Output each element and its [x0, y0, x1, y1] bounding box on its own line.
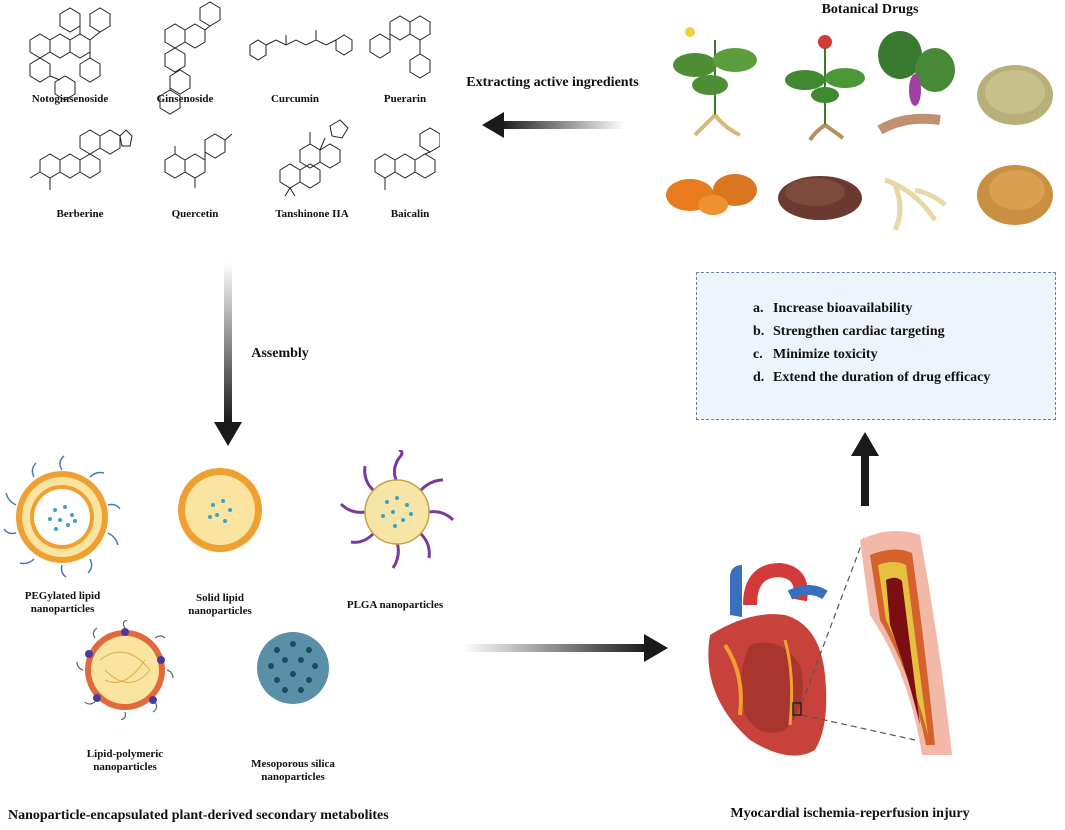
benefit-index: c. [753, 347, 763, 362]
root-slices-image [778, 176, 862, 220]
plant-image-2 [785, 35, 865, 142]
compound-label-tanshinone: Tanshinone IIA [275, 208, 349, 220]
pegylated-lipid-label-line1: PEGylated lipid [24, 590, 101, 602]
benefit-text: Minimize toxicity [773, 347, 878, 362]
mesoporous-silica-np [257, 632, 329, 704]
solid-lipid-np [178, 468, 262, 552]
lipid-polymeric-label: Lipid-polymeric nanoparticles [70, 748, 180, 774]
berberine-structure [29, 129, 133, 190]
plant-image-3 [877, 31, 955, 135]
solid-lipid-label-line1: Solid lipid [195, 592, 244, 604]
seed-image-2 [977, 165, 1053, 225]
turmeric-image [666, 174, 757, 215]
benefit-text: Extend the duration of drug efficacy [773, 370, 991, 385]
compound-label-quercetin: Quercetin [171, 208, 219, 220]
ginseng-image [884, 177, 947, 232]
benefit-index: b. [753, 324, 765, 339]
solid-lipid-label: Solid lipid nanoparticles [170, 592, 270, 618]
benefit-text: Increase bioavailability [773, 301, 913, 316]
benefit-arrow [851, 432, 879, 506]
pegylated-lipid-label-line2: nanoparticles [30, 603, 95, 615]
compound-label-ginsenoside: Ginsenoside [156, 93, 214, 105]
plant-image-1 [673, 27, 757, 137]
compound-label-notoginsenoside: Notoginsenoside [31, 93, 109, 105]
compound-label-berberine: Berberine [56, 208, 104, 220]
heart-illustration [708, 531, 952, 756]
solid-lipid-label-line2: nanoparticles [188, 605, 252, 617]
curcumin-structure [249, 30, 353, 61]
quercetin-structure [164, 133, 233, 188]
benefit-item: c. Minimize toxicity [753, 343, 1055, 366]
assembly-arrow [214, 262, 242, 446]
plga-label: PLGA nanoparticles [340, 599, 450, 612]
botanical-drugs-title: Botanical Drugs [821, 2, 919, 17]
ginsenoside-structure [159, 1, 221, 115]
benefit-item: d. Extend the duration of drug efficacy [753, 366, 1055, 389]
mesoporous-silica-label: Mesoporous silica nanoparticles [238, 758, 348, 784]
compound-label-curcumin: Curcumin [270, 93, 320, 105]
compound-label-puerarin: Puerarin [383, 93, 427, 105]
benefits-list: a. Increase bioavailability b. Strengthen … [697, 273, 1055, 389]
benefit-text: Strengthen cardiac targeting [773, 324, 945, 339]
myocardial-caption: Myocardial ischemia-reperfusion injury [730, 806, 970, 821]
benefits-box: a. Increase bioavailability b. Strengthen … [696, 272, 1056, 420]
extracting-label: Extracting active ingredients [466, 75, 639, 90]
tanshinone-structure [279, 119, 349, 197]
pegylated-lipid-label: PEGylated lipid nanoparticles [10, 590, 115, 616]
puerarin-structure [369, 15, 431, 79]
mesoporous-silica-label-line1: Mesoporous silica [251, 758, 335, 770]
lipid-polymeric-label-line2: nanoparticles [93, 761, 157, 773]
seed-image-1 [977, 65, 1053, 125]
benefit-index: d. [753, 370, 765, 385]
compound-label-baicalin: Baicalin [390, 208, 430, 220]
pegylated-lipid-np [3, 455, 121, 578]
benefit-index: a. [753, 301, 764, 316]
benefit-item: a. Increase bioavailability [753, 297, 1055, 320]
compound-structures [29, 1, 440, 197]
nanoparticle-caption: Nanoparticle-encapsulated plant-derived … [8, 808, 389, 823]
plga-np [339, 450, 455, 569]
assembly-label: Assembly [251, 346, 309, 361]
baicalin-structure [374, 127, 440, 190]
mesoporous-silica-label-line2: nanoparticles [261, 771, 325, 783]
lipid-polymeric-label-line1: Lipid-polymeric [86, 748, 164, 760]
botanical-images [666, 27, 1053, 232]
extract-arrow [482, 112, 625, 138]
notoginsenoside-structure [29, 7, 111, 101]
plga-label-line1: PLGA nanoparticles [346, 599, 444, 611]
treatment-arrow [464, 634, 668, 662]
lipid-polymeric-np [76, 620, 174, 720]
benefit-item: b. Strengthen cardiac targeting [753, 320, 1055, 343]
